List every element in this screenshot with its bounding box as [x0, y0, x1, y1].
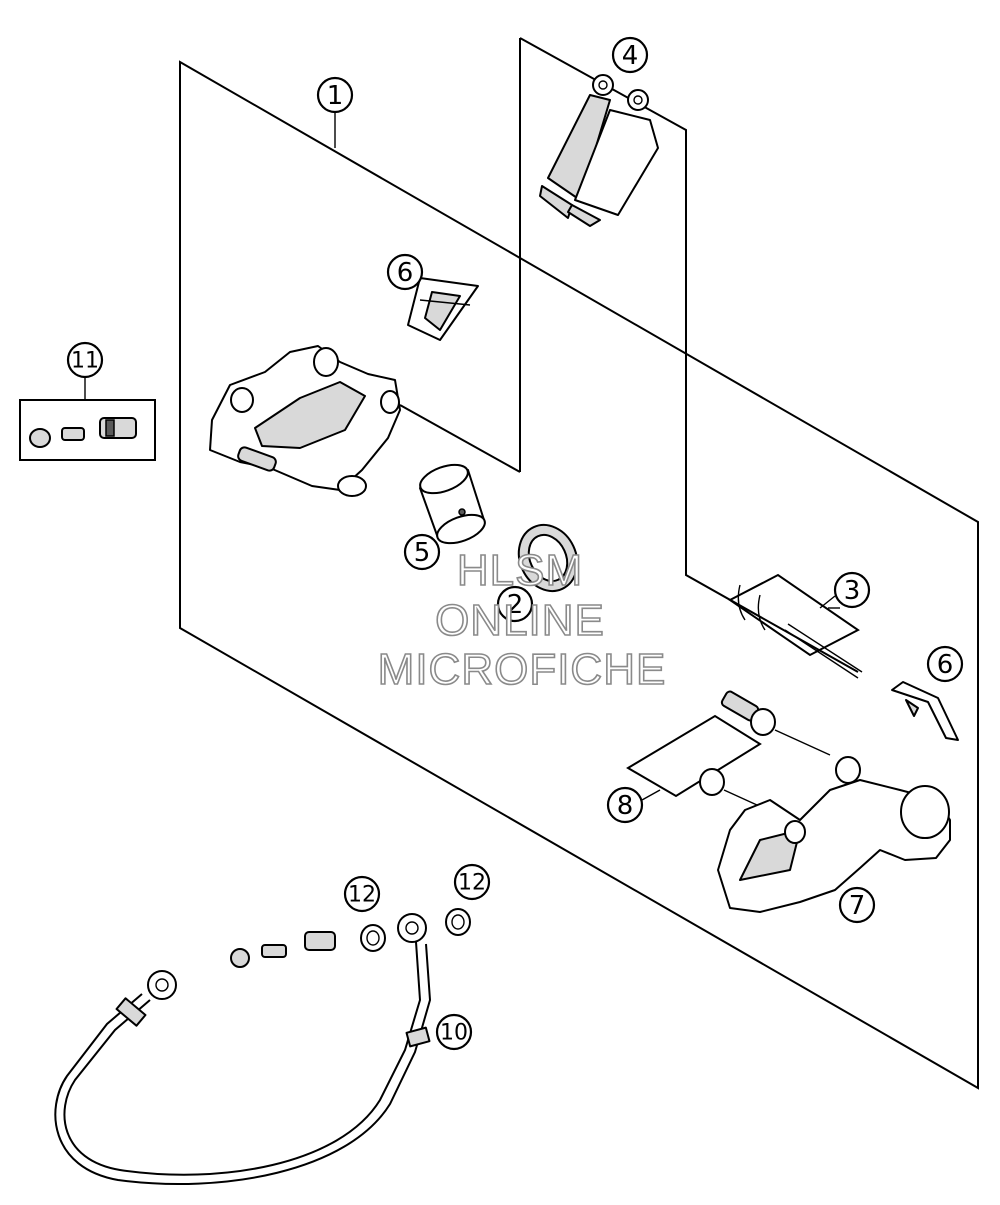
svg-text:ONLINE: ONLINE [435, 596, 605, 645]
leader-3 [819, 595, 836, 609]
callout-12-right: 12 [453, 863, 491, 901]
callout-6-upper: 6 [386, 253, 424, 291]
piston-seal [517, 523, 579, 593]
banjo-bolt-set [230, 931, 336, 968]
pad-spring-clip-lower [891, 681, 959, 741]
callout-11: 11 [66, 341, 104, 379]
callout-1: 1 [316, 76, 354, 114]
callout-12-left: 12 [343, 875, 381, 913]
svg-text:8: 8 [617, 791, 634, 821]
brake-pads [539, 74, 659, 227]
svg-text:1: 1 [327, 81, 344, 111]
assembly-frame [179, 60, 979, 1090]
callout-10: 10 [435, 1013, 473, 1051]
bleeder-kit-box [19, 378, 156, 461]
piston [419, 463, 486, 545]
pad-subframe-bottom [399, 404, 521, 473]
callout-4: 4 [611, 36, 649, 74]
svg-text:5: 5 [414, 538, 431, 568]
pad-pin-set [728, 573, 863, 679]
svg-text:2: 2 [507, 590, 524, 620]
callout-8: 8 [606, 786, 644, 824]
callout-7: 7 [838, 886, 876, 924]
svg-text:3: 3 [844, 576, 861, 606]
leader-8 [641, 789, 661, 801]
pad-spring-clip-upper [407, 277, 479, 341]
caliper-bracket [717, 756, 951, 913]
svg-text:HLSM: HLSM [457, 546, 583, 595]
callout-3: 3 [833, 571, 871, 609]
svg-text:MICROFICHE: MICROFICHE [378, 645, 667, 694]
svg-text:12: 12 [458, 871, 486, 896]
svg-text:10: 10 [440, 1021, 468, 1046]
caliper-body [209, 345, 401, 497]
callout-5: 5 [403, 533, 441, 571]
brake-hose [54, 913, 432, 1185]
callout-2: 2 [496, 585, 534, 623]
svg-text:12: 12 [348, 883, 376, 908]
svg-text:11: 11 [71, 349, 99, 374]
callout-6-lower: 6 [926, 645, 964, 683]
svg-text:6: 6 [397, 258, 414, 288]
washers [360, 908, 471, 952]
svg-text:6: 6 [937, 650, 954, 680]
guide-bolts [626, 690, 831, 821]
watermark: HLSM ONLINE MICROFICHE [377, 545, 667, 695]
svg-text:7: 7 [849, 891, 866, 921]
svg-text:4: 4 [622, 41, 639, 71]
